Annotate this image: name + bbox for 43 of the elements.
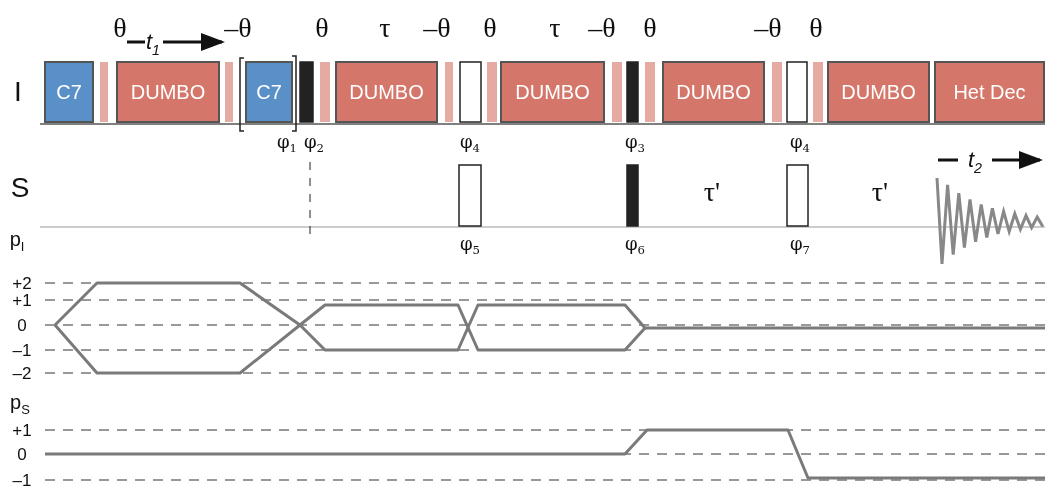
pulse-block: DUMBO — [335, 61, 438, 123]
time-label: t$_{1}$ — [145, 31, 161, 57]
level-label: –1 — [12, 341, 32, 359]
channel-label: S — [10, 174, 30, 202]
level-label: +1 — [12, 291, 32, 309]
angle-label: θ — [643, 14, 657, 42]
pulse-block: DUMBO — [827, 61, 930, 123]
phase-label: φ$_{2}$ — [304, 132, 324, 156]
phase-label: φ$_{4}$ — [790, 132, 810, 156]
phase-label: φ$_{5}$ — [460, 234, 480, 258]
delay-label: τ — [549, 14, 561, 42]
phase-label: φ$_{1}$ — [277, 132, 297, 156]
pulse-block: C7 — [245, 61, 293, 123]
pulse-block: Het Dec — [934, 61, 1045, 123]
time-label: t$_{2}$ — [967, 149, 983, 175]
phase-label: φ$_{4}$ — [460, 132, 480, 156]
level-label: –1 — [12, 471, 32, 486]
delay-label: τ' — [871, 178, 889, 206]
angle-label: –θ — [588, 14, 616, 42]
angle-label: –θ — [423, 14, 451, 42]
pulse-block: DUMBO — [500, 61, 605, 123]
angle-label: –θ — [754, 14, 782, 42]
angle-label: θ — [809, 14, 823, 42]
angle-label: –θ — [224, 14, 252, 42]
angle-label: θ — [483, 14, 497, 42]
angle-label: θ — [315, 14, 329, 42]
level-label: –2 — [12, 364, 32, 382]
coherence-axis-label: p$_{S}$ — [10, 392, 30, 416]
level-label: 0 — [17, 316, 27, 334]
angle-label: θ — [113, 14, 127, 42]
phase-label: φ$_{3}$ — [625, 132, 645, 156]
phase-label: φ$_{7}$ — [790, 234, 810, 258]
delay-label: τ' — [703, 178, 721, 206]
coherence-axis-label: p$_{I}$ — [9, 229, 25, 253]
channel-label: I — [14, 78, 22, 106]
level-label: +1 — [12, 421, 32, 439]
pulse-block: C7 — [44, 61, 94, 123]
level-label: +2 — [12, 274, 32, 292]
level-label: 0 — [17, 445, 27, 463]
pulse-block: DUMBO — [116, 61, 220, 123]
phase-label: φ$_{6}$ — [625, 234, 645, 258]
pulse-block: DUMBO — [662, 61, 765, 123]
delay-label: τ — [379, 14, 391, 42]
